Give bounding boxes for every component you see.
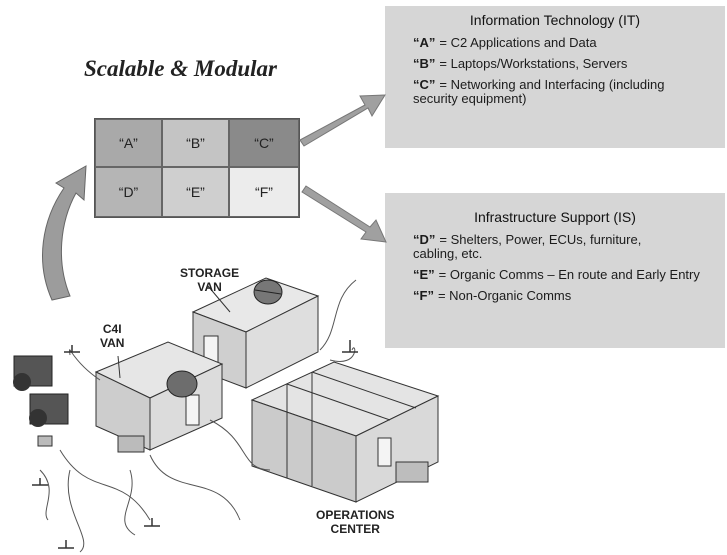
cabling [39,279,357,553]
is-item-d-text: = Shelters, Power, ECUs, furniture, cabl… [413,232,642,261]
module-b-label: “B” [186,135,205,151]
antenna-masts [32,340,358,549]
it-heading: Information Technology (IT) [469,12,641,28]
is-heading: Infrastructure Support (IS) [474,209,636,225]
it-item-b: “B”= Laptops/Workstations, Servers [413,57,717,71]
is-item-e-key: “E” [413,267,435,282]
module-f-label: “F” [255,184,273,200]
is-item-e-text: = Organic Comms – En route and Early Ent… [438,267,700,282]
c4i-van-label: C4I VAN [100,322,124,350]
operations-center-label: OPERATIONS CENTER [316,508,394,536]
module-cell-f: “F” [229,167,299,217]
c4i-van-label-line1: C4I [102,322,122,336]
storage-van-label-line2: VAN [197,280,222,294]
is-item-d-key: “D” [413,232,436,247]
it-item-a-text: = C2 Applications and Data [439,35,597,50]
it-item-a: “A”= C2 Applications and Data [413,36,717,50]
operations-center-label-line2: CENTER [330,522,380,536]
it-item-b-key: “B” [413,56,436,71]
it-item-c-key: “C” [413,77,436,92]
storage-van-leader [207,285,231,313]
operations-center-shelters [250,361,440,503]
module-e-label: “E” [186,184,205,200]
arrow-to-is-panel [301,185,387,243]
module-cell-e: “E” [162,167,229,217]
c4i-van-leader [117,355,121,379]
arrow-to-it-panel [299,94,386,147]
is-item-f: “F”= Non-Organic Comms [413,289,717,303]
module-cell-b: “B” [162,119,229,167]
generator-units [13,355,69,447]
module-d-label: “D” [118,184,139,200]
module-cell-d: “D” [95,167,162,217]
diagram-title: Scalable & Modular [84,56,277,81]
storage-van-label-line1: STORAGE [180,266,240,280]
operations-center-label-line1: OPERATIONS [316,508,395,522]
c4i-van-shelter [94,341,224,453]
it-panel: Information Technology (IT) “A”= C2 Appl… [385,6,725,148]
module-grid: “A” “B” “C” “D” “E” “F” [94,118,300,218]
is-item-f-key: “F” [413,288,434,303]
module-c-label: “C” [254,135,274,151]
it-item-c: “C”= Networking and Interfacing (includi… [413,78,673,106]
is-panel: Infrastructure Support (IS) “D”= Shelter… [385,193,725,348]
storage-van-label: STORAGE VAN [180,266,239,294]
it-item-a-key: “A” [413,35,436,50]
is-item-d: “D”= Shelters, Power, ECUs, furniture, c… [413,233,643,261]
module-cell-a: “A” [95,119,162,167]
is-item-e: “E”= Organic Comms – En route and Early … [413,268,713,282]
curved-up-arrow [42,165,87,301]
is-item-f-text: = Non-Organic Comms [437,288,572,303]
module-cell-c: “C” [229,119,299,167]
storage-van-shelter [191,277,320,389]
it-item-c-text: = Networking and Interfacing (including … [413,77,665,106]
it-item-b-text: = Laptops/Workstations, Servers [439,56,628,71]
c4i-van-label-line2: VAN [100,336,125,350]
module-a-label: “A” [119,135,138,151]
